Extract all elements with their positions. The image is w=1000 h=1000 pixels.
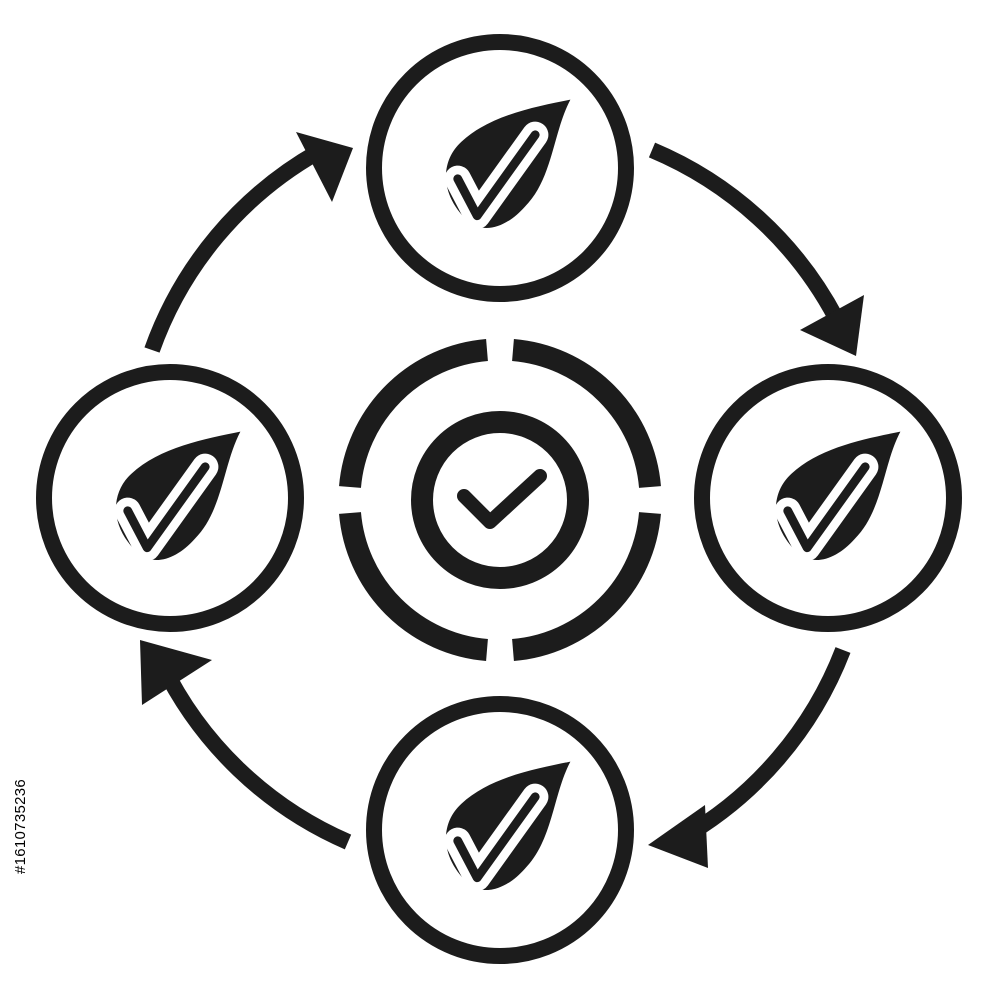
arrow-heads — [140, 132, 864, 868]
check-icon — [457, 469, 547, 529]
arrowhead-top-left — [296, 132, 353, 202]
node-right — [694, 364, 962, 632]
center-target — [339, 339, 661, 661]
stock-id-text: #1610735236 — [12, 778, 30, 874]
arrow-top-to-right — [648, 142, 844, 322]
cycle-arrows — [144, 142, 851, 850]
arrowhead-top-right — [800, 295, 864, 356]
arrow-left-to-top — [144, 145, 322, 353]
arrow-right-to-bottom — [678, 647, 851, 845]
node-bottom — [366, 696, 634, 964]
node-top — [366, 34, 634, 302]
arrow-bottom-to-left — [154, 660, 352, 850]
stock-id-label: #1610735236 — [10, 756, 32, 896]
segmented-ring — [339, 339, 661, 661]
inner-ring — [411, 411, 589, 589]
arrowhead-bottom-right — [648, 805, 708, 868]
node-left — [36, 364, 304, 632]
arrowhead-bottom-left — [140, 640, 212, 705]
